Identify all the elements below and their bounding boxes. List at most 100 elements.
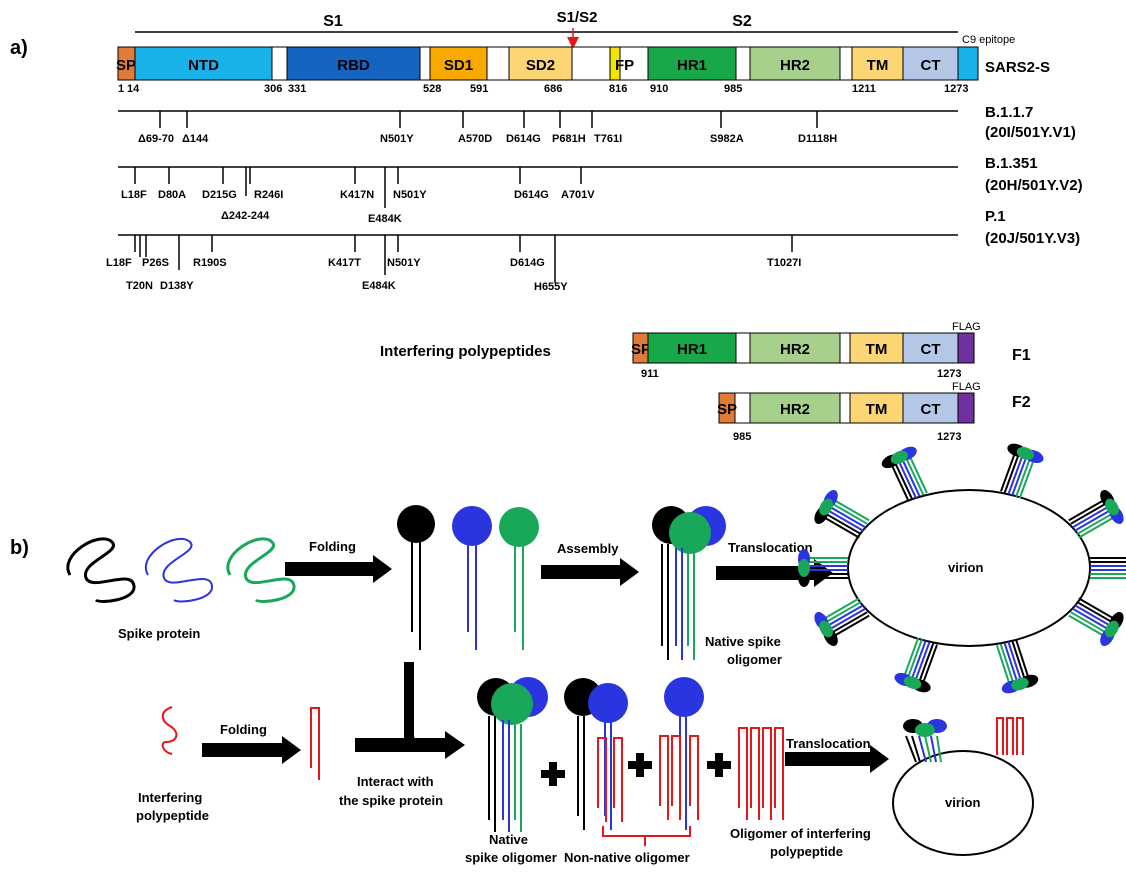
- domain-hr1: [647, 46, 737, 81]
- position-1211: 1211: [852, 83, 876, 95]
- domain-label-sp: SP: [116, 57, 136, 74]
- f1-name: F1: [1012, 347, 1031, 364]
- f2-label-ct: CT: [921, 401, 941, 418]
- virion-spike: [894, 637, 938, 693]
- position-1273: 1273: [944, 83, 968, 95]
- translocation-bottom-label: Translocation: [786, 736, 871, 751]
- f2-domain-sp: [718, 392, 736, 424]
- interfering-poly-label-2: polypeptide: [136, 808, 209, 823]
- position-686: 686: [544, 83, 562, 95]
- red-hairpin: [310, 707, 320, 780]
- f1-label-ct: CT: [921, 341, 941, 358]
- f1-label-hr1: HR1: [677, 341, 707, 358]
- variant-clade-2: (20J/501Y.V3): [985, 230, 1080, 247]
- mutation-label: L18F: [121, 189, 147, 201]
- f2-label-hr2: HR2: [780, 401, 810, 418]
- squiggle-blue: [144, 537, 213, 603]
- mutation-label: Δ144: [182, 133, 209, 145]
- panel-b-label: b): [10, 537, 29, 559]
- mutation-label: A701V: [561, 189, 595, 201]
- virion-top-label: virion: [948, 560, 983, 575]
- f1-domain-hr2: [749, 332, 841, 364]
- domain-label-ct: CT: [921, 57, 941, 74]
- native-oligomer-bottom-label-1: Native: [489, 832, 528, 847]
- domain-label-hr2: HR2: [780, 57, 810, 74]
- arrow-translocation-bottom: [785, 745, 889, 773]
- mutation-label: T761I: [594, 133, 622, 145]
- s1-label: S1: [323, 13, 343, 30]
- interfering-poly-label-1: Interfering: [138, 790, 202, 805]
- folded-monomers: [397, 505, 539, 650]
- f2-flag-label: FLAG: [952, 381, 981, 393]
- mutation-label: K417N: [340, 189, 374, 201]
- mutation-label: N501Y: [393, 189, 427, 201]
- virion-bottom-label: virion: [945, 795, 980, 810]
- interfering-oligomer-label-1: Oligomer of interfering: [730, 826, 871, 841]
- folding2-label: Folding: [220, 722, 267, 737]
- position-816: 816: [609, 83, 627, 95]
- arrow-folding: [285, 555, 392, 583]
- virion-spike: [881, 446, 928, 502]
- f1-start: 911: [641, 368, 659, 380]
- f1-domain-tm: [849, 332, 904, 364]
- position-985: 985: [724, 83, 742, 95]
- virion-spike: [814, 597, 870, 646]
- virion-spike: [814, 490, 870, 539]
- non-native-oligomer-1: [564, 678, 628, 830]
- domain-ntd: [134, 46, 273, 81]
- f1-label-sp: SP: [631, 341, 651, 358]
- virion-spike: [1068, 597, 1124, 646]
- mutation-label: S982A: [710, 133, 744, 145]
- f2-domain-hr2: [749, 392, 841, 424]
- mutation-label: N501Y: [380, 133, 414, 145]
- native-oligomer-top-label-2: oligomer: [727, 652, 782, 667]
- domain-tm: [851, 46, 904, 81]
- interfering-oligomer: [738, 727, 784, 820]
- mutation-label: D614G: [510, 257, 545, 269]
- position-331: 331: [288, 83, 306, 95]
- f2-start: 985: [733, 431, 751, 443]
- non-native-label: Non-native oligomer: [564, 850, 690, 865]
- variant-name-1: B.1.351: [985, 155, 1038, 172]
- virion-spike: [1068, 490, 1124, 539]
- domain-sd1: [429, 46, 488, 81]
- domain-label-rbd: RBD: [337, 57, 370, 74]
- interact-label-2: the spike protein: [339, 793, 443, 808]
- interfering-oligomer-label-2: polypeptide: [770, 844, 843, 859]
- variant-name-2: P.1: [985, 208, 1006, 225]
- mutation-label: D80A: [158, 189, 186, 201]
- mutation-label: R190S: [193, 257, 227, 269]
- variant-clade-0: (20I/501Y.V1): [985, 124, 1076, 141]
- variant-name-0: B.1.1.7: [985, 104, 1033, 121]
- folding-label: Folding: [309, 539, 356, 554]
- panel-a-label: a): [10, 37, 28, 59]
- spike-name: SARS2-S: [985, 59, 1050, 76]
- f1-domain-ct: [902, 332, 959, 364]
- virion-spike: [1000, 443, 1044, 499]
- mutation-label: A570D: [458, 133, 492, 145]
- variant-clade-1: (20H/501Y.V2): [985, 177, 1083, 194]
- f2-label-tm: TM: [866, 401, 888, 418]
- mutation-label: P681H: [552, 133, 586, 145]
- assembly-label: Assembly: [557, 541, 619, 556]
- domain-label-sd1: SD1: [444, 57, 473, 74]
- f1-flag-box: [957, 332, 975, 364]
- mutation-label: T1027I: [767, 257, 801, 269]
- domain-label-tm: TM: [867, 57, 889, 74]
- c9-epitope-label: C9 epitope: [962, 34, 1015, 46]
- mutation-label: Δ69-70: [138, 133, 174, 145]
- mutation-label: N501Y: [387, 257, 421, 269]
- position-591: 591: [470, 83, 488, 95]
- f2-label-sp: SP: [717, 401, 737, 418]
- f1-domain-hr1: [647, 332, 737, 364]
- s1s2-label: S1/S2: [557, 9, 598, 26]
- native-oligomer-bottom-label-2: spike oligomer: [465, 850, 557, 865]
- position-1: 1: [118, 83, 124, 95]
- f1-label-tm: TM: [866, 341, 888, 358]
- mutation-label: D614G: [506, 133, 541, 145]
- virion-top-spikes: [798, 443, 1126, 694]
